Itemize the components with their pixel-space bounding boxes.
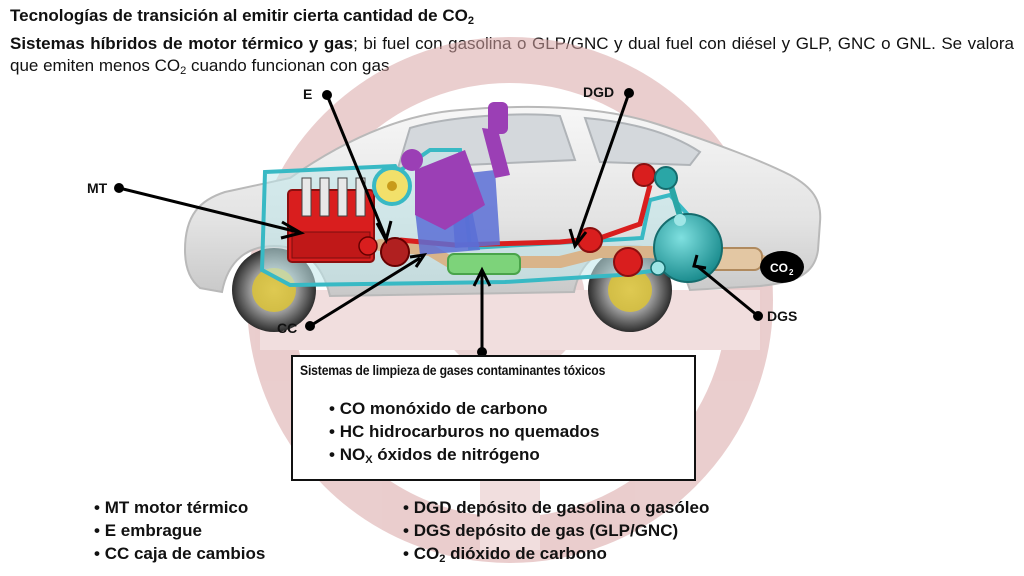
callout-dgd: DGD <box>583 84 614 100</box>
co2-badge-subscript: 2 <box>789 268 794 277</box>
co2-badge-label: CO <box>770 261 788 275</box>
legend-item-co2: • CO2 dióxido de carbono <box>403 544 607 564</box>
callout-cc: CC <box>277 320 297 336</box>
pollutant-item: • NOX óxidos de nitrógeno <box>329 445 540 465</box>
gearbox-icon <box>359 237 377 255</box>
pollutant-item: • HC hidrocarburos no quemados <box>329 422 599 442</box>
legend-item-dgd: • DGD depósito de gasolina o gasóleo <box>403 498 709 518</box>
legend-item-dgs: • DGS depósito de gas (GLP/GNC) <box>403 521 678 541</box>
legend-item-mt: • MT motor térmico <box>94 498 248 518</box>
clutch-icon <box>381 238 409 266</box>
cleaning-systems-box: Sistemas de limpieza de gases contaminan… <box>291 355 696 481</box>
pollutant-item: • CO monóxido de carbono <box>329 399 547 419</box>
callout-mt: MT <box>87 180 107 196</box>
cleaning-systems-title: Sistemas de limpieza de gases contaminan… <box>300 363 605 379</box>
legend-item-cc: • CC caja de cambios <box>94 544 265 564</box>
fan-icon <box>374 168 410 204</box>
callout-dgs: DGS <box>767 308 797 324</box>
callout-e: E <box>303 86 312 102</box>
legend-item-e: • E embrague <box>94 521 202 541</box>
